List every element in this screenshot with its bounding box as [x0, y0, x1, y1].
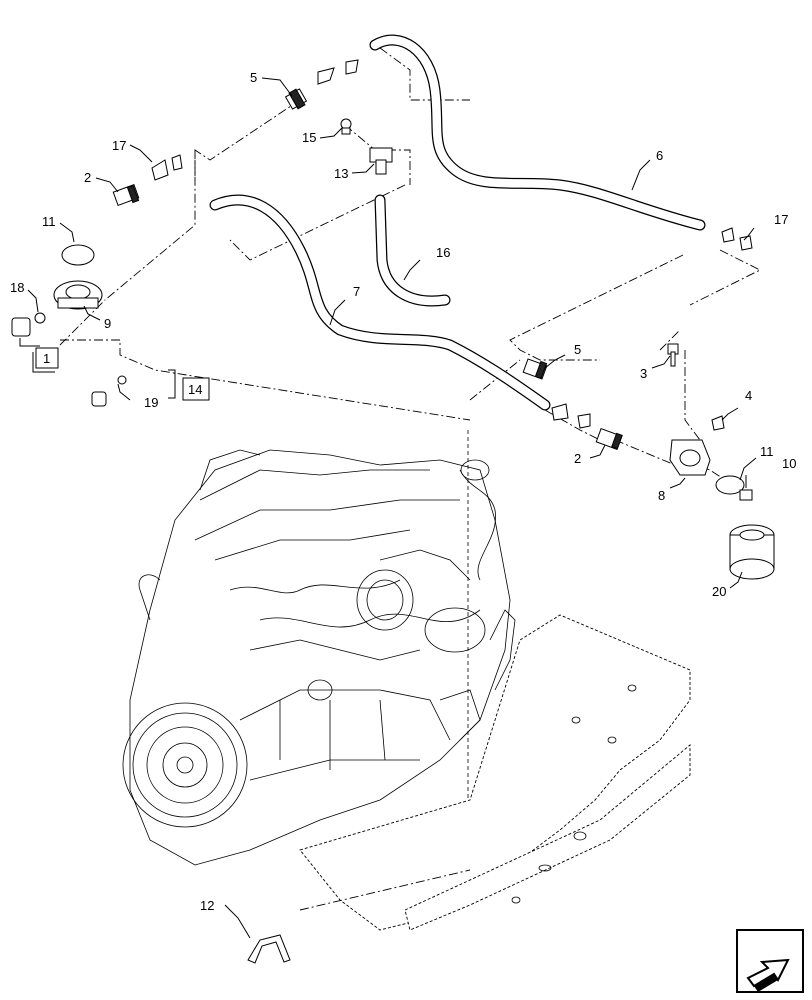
- part-9-filter-head: [53, 280, 103, 310]
- part-2-fitting-right: [595, 428, 623, 450]
- part-18-plug: [11, 312, 46, 337]
- callout-5-right: 5: [574, 342, 581, 357]
- hose-6: [369, 34, 706, 231]
- callout-11-right: 11: [760, 444, 774, 459]
- part-4-bolt: [711, 415, 725, 431]
- hose-7: [209, 194, 551, 411]
- callout-12: 12: [200, 898, 214, 913]
- callout-19: 19: [144, 395, 158, 410]
- part-5-fitting-right: [522, 358, 548, 380]
- part-12-u-clamp: [247, 934, 291, 964]
- callout-1: 1: [43, 351, 50, 366]
- part-11-oring-left: [61, 244, 95, 266]
- part-clips-right: [551, 403, 591, 429]
- hose-16: [374, 194, 451, 307]
- callout-13: 13: [334, 166, 348, 181]
- callout-4: 4: [745, 388, 752, 403]
- part-20-oil-filter: [729, 524, 775, 580]
- callout-6: 6: [656, 148, 663, 163]
- part-11-oring-right: [715, 475, 745, 495]
- engine-assembly: [122, 449, 516, 866]
- callout-10: 10: [782, 456, 796, 471]
- callout-5-top: 5: [250, 70, 257, 85]
- callout-17-right: 17: [774, 212, 788, 227]
- part-10-nipple: [739, 489, 753, 501]
- callout-9: 9: [104, 316, 111, 331]
- callout-8: 8: [658, 488, 665, 503]
- callout-14: 14: [188, 382, 202, 397]
- part-13-bracket: [369, 147, 393, 175]
- chassis-frame: [299, 430, 691, 931]
- callout-2-left: 2: [84, 170, 91, 185]
- part-19-plug: [91, 375, 127, 407]
- part-15-screw: [340, 118, 352, 135]
- callout-7: 7: [353, 284, 360, 299]
- callout-2-right: 2: [574, 451, 581, 466]
- part-8-filter-head: [669, 439, 711, 476]
- callout-3: 3: [640, 366, 647, 381]
- part-17-clip-left: [151, 154, 183, 181]
- callout-16: 16: [436, 245, 450, 260]
- arrow-navigation-icon[interactable]: [736, 929, 804, 993]
- callout-18: 18: [10, 280, 24, 295]
- callout-20: 20: [712, 584, 726, 599]
- part-17-clip-right: [721, 227, 753, 251]
- ref-box-14: [182, 377, 210, 401]
- part-3-bolt: [667, 343, 679, 367]
- callout-17-left: 17: [112, 138, 126, 153]
- callout-11-left: 11: [42, 214, 56, 229]
- part-2-fitting-left: [112, 184, 140, 206]
- part-clips-top: [317, 59, 359, 85]
- callout-15: 15: [302, 130, 316, 145]
- ref-box-1: [32, 347, 59, 373]
- callout-leaders: [19, 77, 757, 939]
